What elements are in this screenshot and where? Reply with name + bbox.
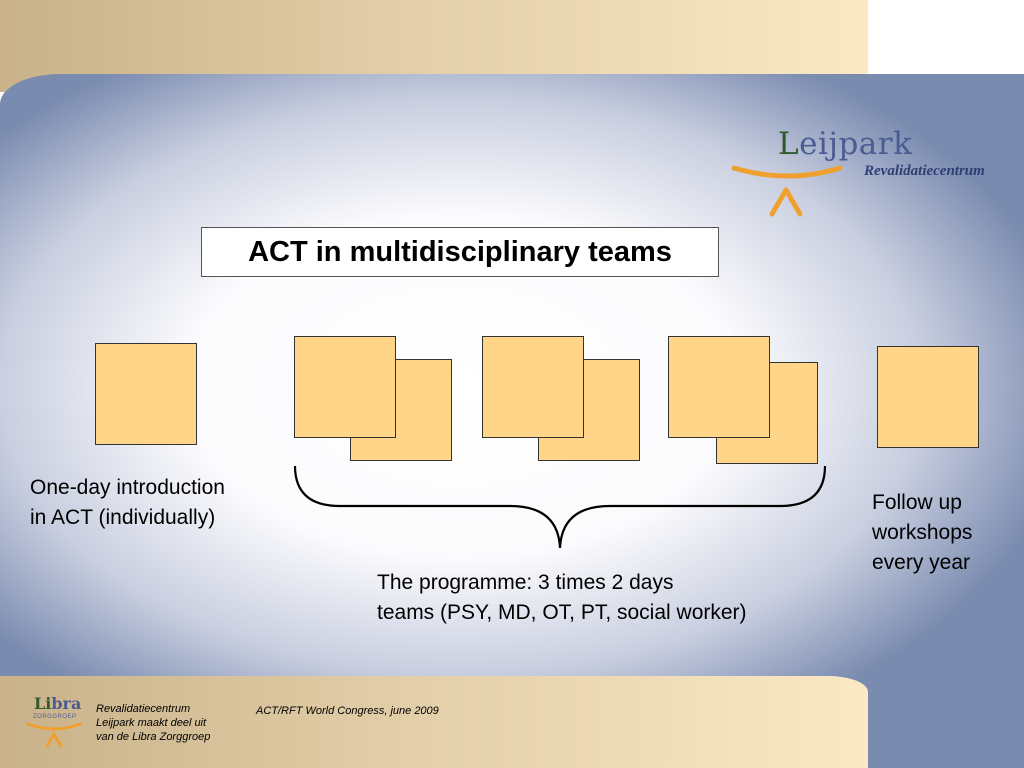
- intro-line-1: One-day introduction: [30, 476, 225, 499]
- footer-line-1: Revalidatiecentrum: [96, 703, 191, 715]
- bottom-band: [0, 676, 868, 768]
- slide-title: ACT in multidisciplinary teams: [248, 235, 672, 268]
- logo-wordmark: Leijpark: [778, 126, 913, 162]
- programme-brace: [293, 465, 827, 549]
- libra-logo: Libra ZORGGROEP: [24, 694, 88, 750]
- footer-line-3: van de Libra Zorggroep: [96, 731, 211, 743]
- followup-square: [877, 346, 979, 448]
- programme-square-front-1: [294, 336, 396, 438]
- leijpark-emblem-icon: [731, 165, 843, 217]
- programme-line-1: The programme: 3 times 2 days: [377, 571, 674, 594]
- logo-subtitle: Revalidatiecentrum: [864, 163, 985, 179]
- followup-line-2: workshops: [872, 521, 973, 544]
- intro-text: One-day introduction in ACT (individuall…: [30, 473, 225, 533]
- footer-line-2: Leijpark maakt deel uit: [96, 717, 207, 729]
- followup-text: Follow up workshops every year: [872, 488, 972, 578]
- footer-org-text: Revalidatiecentrum Leijpark maakt deel u…: [96, 702, 210, 744]
- intro-square: [95, 343, 197, 445]
- programme-square-front-2: [482, 336, 584, 438]
- followup-line-1: Follow up: [872, 491, 962, 514]
- intro-line-2: in ACT (individually): [30, 506, 216, 529]
- programme-line-2: teams (PSY, MD, OT, PT, social worker): [377, 601, 747, 624]
- footer-event-text: ACT/RFT World Congress, june 2009: [256, 705, 439, 717]
- title-box: ACT in multidisciplinary teams: [201, 227, 719, 277]
- followup-line-3: every year: [872, 551, 971, 574]
- programme-square-front-3: [668, 336, 770, 438]
- libra-subtitle: ZORGGROEP: [33, 714, 77, 720]
- programme-text: The programme: 3 times 2 days teams (PSY…: [377, 568, 747, 628]
- libra-emblem-icon: [26, 722, 82, 748]
- leijpark-logo: Leijpark Revalidatiecentrum: [728, 118, 1018, 228]
- libra-wordmark: Libra: [34, 694, 82, 713]
